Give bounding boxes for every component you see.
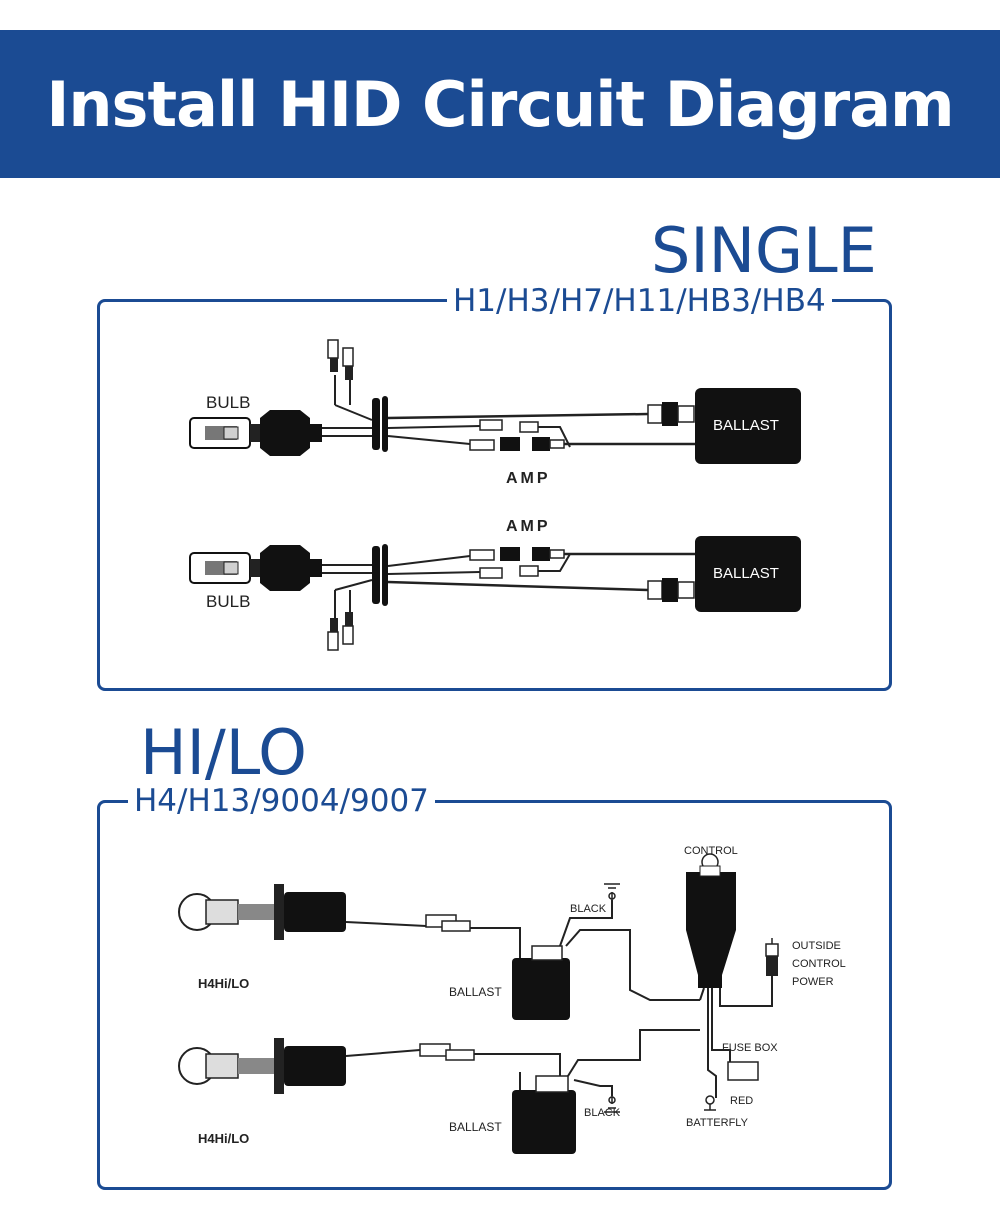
red-label: RED bbox=[730, 1095, 753, 1107]
single-heading: SINGLE bbox=[651, 214, 877, 287]
ballast-label-bottom: BALLAST bbox=[449, 1120, 502, 1134]
title-banner: Install HID Circuit Diagram bbox=[0, 30, 1000, 178]
hilo-diagram: H4Hi/LO BALLAST BLACK H4Hi/LO bbox=[178, 845, 846, 1154]
spade-connector-icon bbox=[327, 612, 354, 651]
black-label-bottom: BLACK bbox=[584, 1107, 621, 1119]
ballast-label: BALLAST bbox=[713, 565, 779, 582]
bulb-icon bbox=[189, 545, 322, 591]
outside-label: OUTSIDE bbox=[792, 940, 841, 952]
fuse-box-icon bbox=[727, 1061, 759, 1081]
control-relay-icon bbox=[686, 853, 736, 988]
spade-connector-icon bbox=[327, 339, 354, 380]
page-title: Install HID Circuit Diagram bbox=[46, 67, 954, 141]
bulb-label: BULB bbox=[206, 393, 250, 412]
hilo-heading: HI/LO bbox=[140, 716, 307, 789]
ballast-box bbox=[512, 1075, 576, 1154]
h4-bulb-icon bbox=[178, 1038, 346, 1094]
amp-connector-icon bbox=[469, 419, 565, 451]
battery-terminal-icon bbox=[704, 1095, 716, 1111]
ballast-box bbox=[512, 945, 570, 1020]
power-label: POWER bbox=[792, 976, 834, 988]
ballast-label-top: BALLAST bbox=[449, 985, 502, 999]
hilo-models-label: H4/H13/9004/9007 bbox=[128, 784, 435, 818]
amp-connector-icon bbox=[469, 547, 565, 579]
ground-icon bbox=[604, 1096, 620, 1113]
power-connector-icon bbox=[765, 938, 779, 976]
h4-bulb-icon bbox=[178, 884, 346, 940]
h4-bulb-label: H4Hi/LO bbox=[198, 976, 249, 991]
ballast-plug-icon bbox=[647, 402, 695, 426]
bulb-label: BULB bbox=[206, 592, 250, 611]
grommet-icon bbox=[372, 544, 388, 606]
control-label: CONTROL bbox=[684, 845, 738, 857]
control-power-label: CONTROL bbox=[792, 958, 846, 970]
hilo-diagram-frame bbox=[97, 800, 892, 1190]
fuse-box-label: FUSE BOX bbox=[722, 1042, 778, 1054]
battery-label: BATTERFLY bbox=[686, 1117, 749, 1129]
black-label-top: BLACK bbox=[570, 903, 607, 915]
ballast-plug-icon bbox=[647, 578, 695, 602]
ballast-box bbox=[695, 536, 801, 612]
single-top-diagram: BULB AMP bbox=[189, 339, 801, 487]
ballast-label: BALLAST bbox=[713, 417, 779, 434]
single-bottom-diagram: BULB AMP bbox=[189, 518, 801, 651]
h4-bulb-label: H4Hi/LO bbox=[198, 1131, 249, 1146]
grommet-icon bbox=[372, 396, 388, 452]
amp-label: AMP bbox=[506, 470, 551, 487]
ballast-box bbox=[695, 388, 801, 464]
bulb-icon bbox=[189, 410, 322, 456]
amp-label: AMP bbox=[506, 518, 551, 535]
single-models-label: H1/H3/H7/H11/HB3/HB4 bbox=[447, 284, 832, 318]
ground-icon bbox=[604, 883, 620, 900]
